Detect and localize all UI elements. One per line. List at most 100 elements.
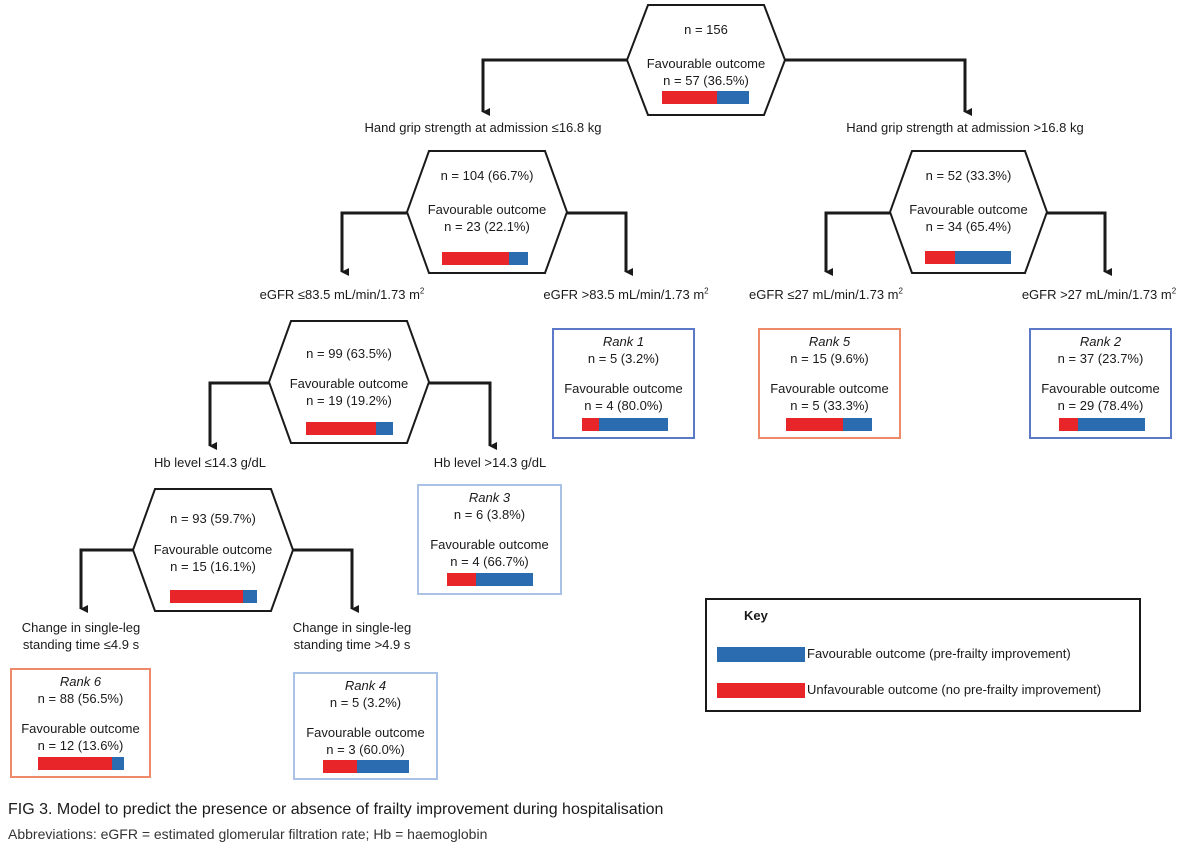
split-label-egfr-high-a: eGFR >83.5 mL/min/1.73 m2 <box>543 286 709 302</box>
outcome-bar <box>662 91 749 104</box>
node-count: n = 5 (3.2%) <box>587 351 660 366</box>
unfavourable-segment <box>582 418 600 431</box>
edge-left3-left <box>79 548 133 613</box>
split-label-hb-low: Hb level ≤14.3 g/dL <box>154 455 266 470</box>
favourable-count: n = 29 (78.4%) <box>1057 398 1144 413</box>
favourable-label: Favourable outcome <box>909 202 1028 217</box>
favourable-count: n = 34 (65.4%) <box>925 219 1012 234</box>
unfavourable-key-label: Unfavourable outcome (no pre-frailty imp… <box>807 682 1102 697</box>
edge-root-left <box>481 58 627 116</box>
key-title: Key <box>744 608 768 623</box>
favourable-label: Favourable outcome <box>427 202 547 217</box>
favourable-count: n = 23 (22.1%) <box>444 219 530 234</box>
figure-abbreviations: Abbreviations: eGFR = estimated glomerul… <box>8 826 488 842</box>
favourable-segment <box>508 252 528 265</box>
favourable-segment <box>1077 418 1145 431</box>
outcome-bar <box>447 573 533 586</box>
node-count: n = 6 (3.8%) <box>453 507 526 522</box>
hgs-low-node: n = 104 (66.7%) Favourable outcome n = 2… <box>406 150 568 274</box>
edge-right1-right <box>1046 211 1112 276</box>
outcome-bar <box>925 251 1011 264</box>
node-count: n = 104 (66.7%) <box>440 168 534 183</box>
split-label-egfr-low-a: eGFR ≤83.5 mL/min/1.73 m2 <box>259 286 425 302</box>
favourable-count: n = 5 (33.3%) <box>790 398 869 413</box>
rank-2-node: Rank 2 n = 37 (23.7%) Favourable outcome… <box>1029 328 1172 439</box>
unfavourable-segment <box>38 757 113 770</box>
favourable-swatch <box>717 647 805 662</box>
edge-right1-left <box>824 211 890 276</box>
favourable-segment <box>112 757 124 770</box>
figure-caption: FIG 3. Model to predict the presence or … <box>8 801 664 818</box>
favourable-label: Favourable outcome <box>1041 381 1160 396</box>
outcome-bar <box>170 590 257 603</box>
edge-left1-right <box>566 211 633 276</box>
unfavourable-segment <box>662 91 718 104</box>
root-node: n = 156 Favourable outcome n = 57 (36.5%… <box>626 4 786 116</box>
favourable-label: Favourable outcome <box>430 537 549 552</box>
node-count: n = 93 (59.7%) <box>170 511 256 526</box>
rank-6-node: Rank 6 n = 88 (56.5%) Favourable outcome… <box>10 668 151 778</box>
hexagon-shape <box>406 150 568 274</box>
rank-title: Rank 1 <box>602 334 645 349</box>
edge-left2-right <box>429 381 497 450</box>
favourable-label: Favourable outcome <box>289 376 409 391</box>
hgs-high-node: n = 52 (33.3%) Favourable outcome n = 34… <box>889 150 1048 274</box>
outcome-bar <box>38 757 124 770</box>
node-count: n = 99 (63.5%) <box>306 346 392 361</box>
favourable-count: n = 3 (60.0%) <box>326 742 405 757</box>
outcome-bar <box>442 252 528 265</box>
favourable-count: n = 4 (66.7%) <box>450 554 529 569</box>
unfavourable-segment <box>323 760 358 773</box>
split-label-egfr-low-b: eGFR ≤27 mL/min/1.73 m2 <box>749 286 903 302</box>
rank-title: Rank 4 <box>344 678 387 693</box>
favourable-label: Favourable outcome <box>306 725 425 740</box>
node-count: n = 52 (33.3%) <box>925 168 1012 183</box>
favourable-count: n = 19 (19.2%) <box>306 393 392 408</box>
rank-title: Rank 5 <box>808 334 851 349</box>
hb-low-node: n = 93 (59.7%) Favourable outcome n = 15… <box>132 488 294 612</box>
outcome-bar <box>306 422 393 435</box>
favourable-key-label: Favourable outcome (pre-frailty improvem… <box>807 646 1071 661</box>
split-label-hgs-low: Hand grip strength at admission ≤16.8 kg <box>364 120 602 135</box>
rank-title: Rank 3 <box>468 490 511 505</box>
egfr-low-node: n = 99 (63.5%) Favourable outcome n = 19… <box>268 320 430 444</box>
rank-3-node: Rank 3 n = 6 (3.8%) Favourable outcome n… <box>417 484 562 595</box>
hexagon-shape <box>268 320 430 444</box>
favourable-label: Favourable outcome <box>770 381 889 396</box>
favourable-segment <box>717 91 749 104</box>
unfavourable-segment <box>442 252 509 265</box>
outcome-bar <box>582 418 668 431</box>
favourable-segment <box>954 251 1011 264</box>
split-label-hb-high: Hb level >14.3 g/dL <box>433 455 547 470</box>
favourable-label: Favourable outcome <box>646 56 766 71</box>
outcome-bar <box>786 418 872 431</box>
favourable-segment <box>242 590 257 603</box>
node-count: n = 88 (56.5%) <box>37 691 124 706</box>
favourable-segment <box>843 418 872 431</box>
favourable-label: Favourable outcome <box>153 542 273 557</box>
rank-1-node: Rank 1 n = 5 (3.2%) Favourable outcome n… <box>552 328 695 439</box>
unfavourable-segment <box>447 573 476 586</box>
edge-left3-right <box>292 548 359 613</box>
split-label-egfr-high-b: eGFR >27 mL/min/1.73 m2 <box>1021 286 1177 302</box>
outcome-bar <box>323 760 409 773</box>
favourable-count: n = 12 (13.6%) <box>37 738 124 753</box>
favourable-segment <box>475 573 533 586</box>
favourable-label: Favourable outcome <box>21 721 140 736</box>
hexagon-shape <box>626 4 786 116</box>
split-label-hgs-high: Hand grip strength at admission >16.8 kg <box>846 120 1084 135</box>
rank-title: Rank 2 <box>1079 334 1122 349</box>
key-legend: Key Favourable outcome (pre-frailty impr… <box>705 598 1141 712</box>
favourable-count: n = 15 (16.1%) <box>170 559 256 574</box>
unfavourable-segment <box>1059 418 1078 431</box>
rank-5-node: Rank 5 n = 15 (9.6%) Favourable outcome … <box>758 328 901 439</box>
outcome-bar <box>1059 418 1145 431</box>
unfavourable-segment <box>306 422 377 435</box>
unfavourable-segment <box>786 418 844 431</box>
favourable-segment <box>599 418 668 431</box>
node-count: n = 5 (3.2%) <box>329 695 402 710</box>
rank-4-node: Rank 4 n = 5 (3.2%) Favourable outcome n… <box>293 672 438 780</box>
favourable-segment <box>357 760 409 773</box>
